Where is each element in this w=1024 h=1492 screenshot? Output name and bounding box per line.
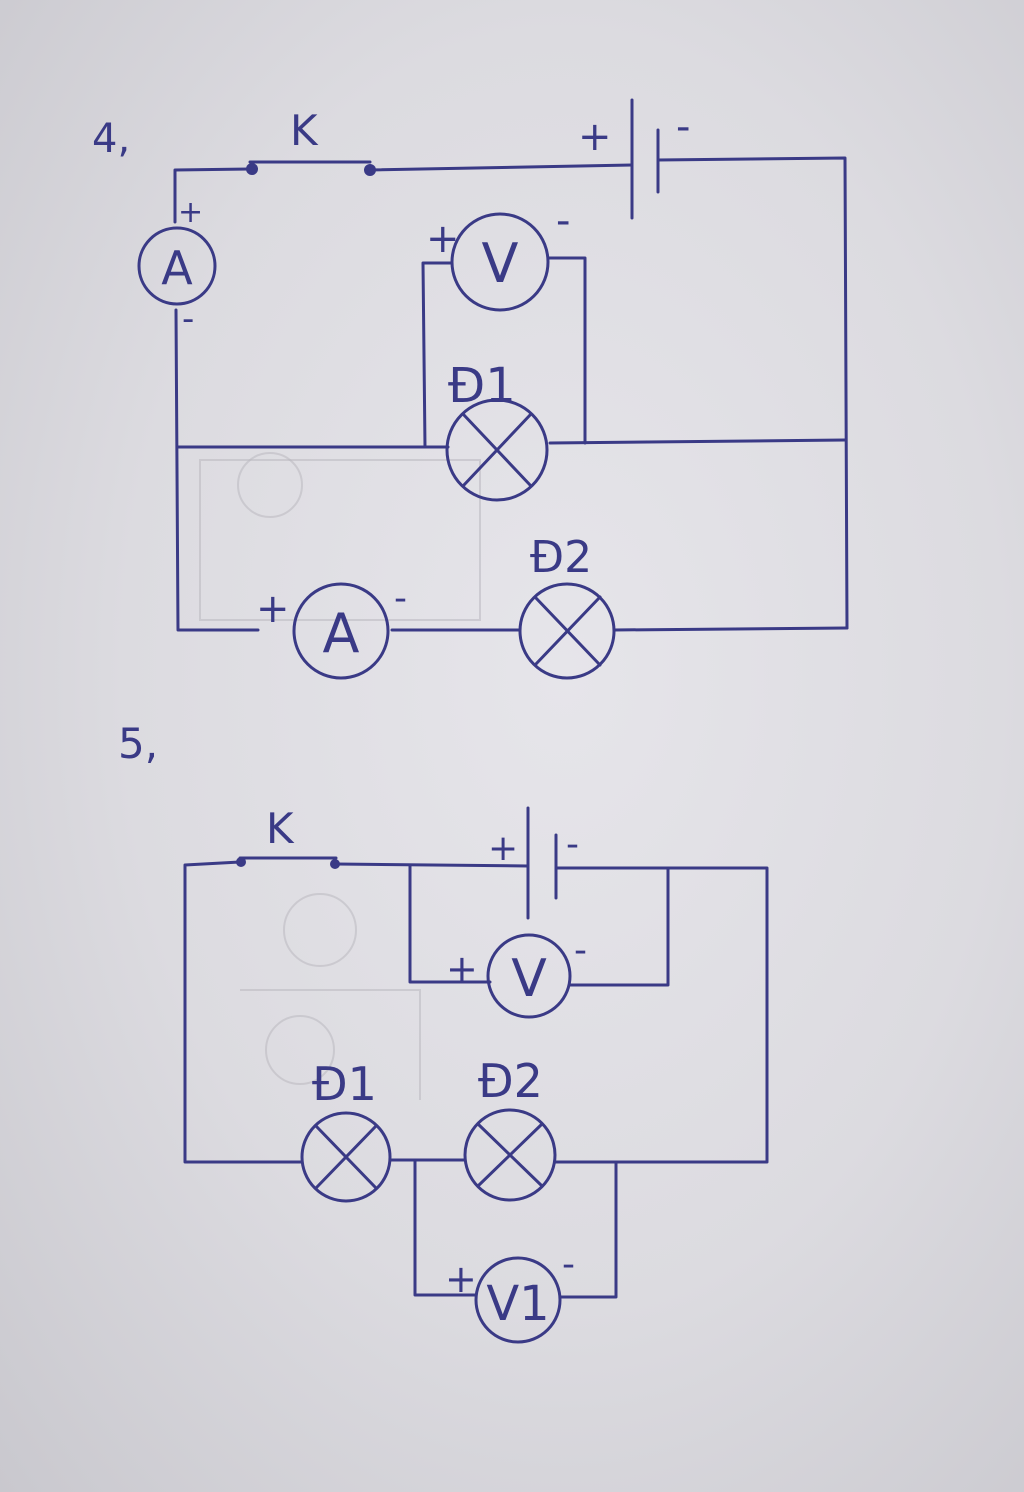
circuit-5-voltmeter-1-label: V1 <box>486 1276 549 1332</box>
circuit-4-voltmeter-label: V <box>482 232 519 295</box>
circuit-5-voltmeter-1: V1 + - <box>445 1244 575 1344</box>
circuit-4-top-wire-mid <box>368 163 634 172</box>
circuit-4-switch: K <box>246 106 376 176</box>
circuit-5-switch-label: K <box>266 804 295 853</box>
circuit-4-ammeter-main: A + - <box>137 195 217 339</box>
circuit-5-lamp-2: Đ2 <box>463 1054 557 1202</box>
circuit-5-voltmeter-1-minus: - <box>562 1244 575 1285</box>
circuit-5-voltmeter-plus: + <box>446 947 478 991</box>
circuit-5-voltmeter-left-lead <box>408 864 492 984</box>
circuit-4-bottom-wire-right <box>612 626 849 632</box>
circuit-4-lamp-2: Đ2 <box>518 532 616 680</box>
circuit-4-lamp-2-label: Đ2 <box>530 532 592 583</box>
circuit-5-voltmeter-right-lead <box>568 866 670 987</box>
circuit-4-left-wire <box>174 308 260 632</box>
circuit-4-ammeter-main-minus: - <box>182 299 194 339</box>
circuit-4-battery-minus: - <box>676 104 690 150</box>
circuit-4-lamp1-right-wire <box>548 438 847 445</box>
circuit-4-battery: + - <box>578 98 690 220</box>
circuit-4: 4, K + - A + - <box>92 98 849 680</box>
circuit-5-battery-plus: + <box>488 828 518 869</box>
circuit-5-top-wire-right <box>553 866 769 1164</box>
circuit-5: 5, K + - V + - <box>118 719 769 1344</box>
circuit-5-voltmeter-minus: - <box>574 930 587 971</box>
circuit-4-battery-plus: + <box>578 114 612 160</box>
circuit-5-voltmeter1-left-lead <box>413 1158 478 1297</box>
circuit-4-top-wire-left <box>173 167 252 224</box>
circuit-5-top-wire-mid <box>334 862 530 868</box>
circuit-5-voltmeter1-right-lead <box>558 1160 618 1299</box>
circuit-4-ammeter-main-label: A <box>161 241 193 295</box>
circuit-5-switch: K <box>236 804 340 869</box>
circuit-4-voltmeter-left-lead <box>421 261 454 449</box>
circuit-4-voltmeter-plus: + <box>426 216 460 262</box>
circuit-5-voltmeter-1-plus: + <box>445 1257 477 1301</box>
circuit-5-left-wire <box>183 860 304 1164</box>
circuit-4-ammeter-branch-label: A <box>323 602 360 665</box>
circuit-5-number: 5, <box>118 719 158 768</box>
circuit-5-voltmeter-label: V <box>511 949 547 1009</box>
circuit-4-top-wire-right <box>656 156 849 630</box>
circuit-4-lamp-1: Đ1 <box>445 358 549 502</box>
circuit-4-voltmeter-right-lead <box>546 256 587 445</box>
circuit-4-switch-label: K <box>290 106 319 155</box>
circuit-5-lamp-2-label: Đ2 <box>478 1054 543 1108</box>
circuit-5-battery-minus: - <box>566 824 579 865</box>
circuit-4-number: 4, <box>92 116 130 162</box>
circuit-4-ammeter-branch-plus: + <box>256 586 290 632</box>
circuit-5-lamp-1-label: Đ1 <box>312 1057 377 1111</box>
circuit-4-ammeter-branch-minus: - <box>394 578 407 619</box>
circuit-5-voltmeter: V + - <box>446 930 587 1019</box>
circuit-4-ammeter-main-plus: + <box>178 195 203 230</box>
circuit-4-lamp-1-label: Đ1 <box>448 358 516 414</box>
show-through-marks <box>199 452 481 1100</box>
circuit-4-ammeter-branch: A + - <box>256 578 407 680</box>
circuit-4-voltmeter-minus: - <box>556 198 570 244</box>
circuit-5-lamp-1: Đ1 <box>300 1057 392 1203</box>
circuit-5-battery: + - <box>488 806 579 920</box>
circuit-4-voltmeter: V + - <box>426 198 570 312</box>
